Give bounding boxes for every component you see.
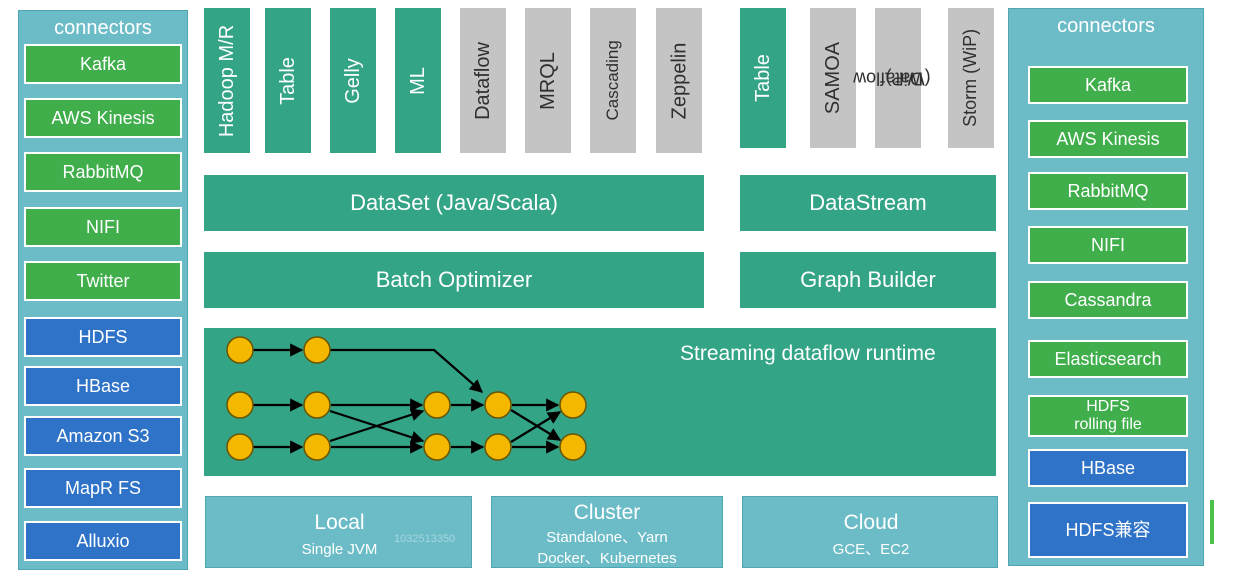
right-connector-hdfs-rolling-file: HDFS rolling file	[1028, 395, 1188, 437]
right-connector-hbase: HBase	[1028, 449, 1188, 487]
deploy-cluster-line2: Docker、Kubernetes	[537, 550, 677, 567]
right-connector-nifi: NIFI	[1028, 226, 1188, 264]
library-ml: ML	[395, 8, 441, 153]
graph-builder-bar: Graph Builder	[740, 252, 996, 308]
library-cascading: Cascading	[590, 8, 636, 153]
runtime-label: Streaming dataflow runtime	[680, 342, 936, 365]
left-connectors-title: connectors	[54, 17, 152, 39]
left-connectors-panel: connectors Kafka AWS Kinesis RabbitMQ NI…	[18, 10, 188, 570]
left-connector-nifi: NIFI	[24, 207, 182, 247]
left-connector-aws-kinesis: AWS Kinesis	[24, 98, 182, 138]
hdfs-rolling-line1: HDFS	[1086, 397, 1130, 415]
right-connector-aws-kinesis: AWS Kinesis	[1028, 120, 1188, 158]
deploy-cluster-line1: Standalone、Yarn	[546, 529, 668, 546]
deploy-local-title: Local	[314, 511, 365, 534]
right-connector-cassandra: Cassandra	[1028, 281, 1188, 319]
deploy-local-desc: Single JVM	[301, 541, 378, 558]
dataflow-node	[484, 433, 512, 461]
library-dataflow-wip: Dataflow(WiP)	[853, 8, 930, 148]
left-connector-hdfs: HDFS	[24, 317, 182, 357]
left-connector-kafka: Kafka	[24, 44, 182, 84]
library-gelly: Gelly	[330, 8, 376, 153]
library-table-stream: Table	[740, 8, 786, 148]
dataflow-node	[226, 391, 254, 419]
left-connector-mapr-fs: MapR FS	[24, 468, 182, 508]
library-hadoop-mr: Hadoop M/R	[204, 8, 250, 153]
left-connector-amazon-s3: Amazon S3	[24, 416, 182, 456]
library-dataflow: Dataflow	[460, 8, 506, 153]
hdfs-rolling-line2: rolling file	[1074, 416, 1142, 433]
dataflow-node	[484, 391, 512, 419]
left-connector-twitter: Twitter	[24, 261, 182, 301]
library-mrql: MRQL	[525, 8, 571, 153]
dataflow-node	[226, 336, 254, 364]
right-connectors-title: connectors	[1057, 15, 1155, 37]
dataflow-node	[559, 391, 587, 419]
runtime-box: Streaming dataflow runtime	[204, 328, 996, 476]
right-connector-elasticsearch: Elasticsearch	[1028, 340, 1188, 378]
library-storm-wip: Storm (WiP)	[948, 8, 994, 148]
deploy-cloud-box: Cloud GCE、EC2	[742, 496, 998, 568]
dataflow-graph	[226, 336, 587, 461]
deploy-cloud-desc: GCE、EC2	[832, 541, 910, 558]
edge	[317, 348, 483, 393]
datastream-api-bar: DataStream	[740, 175, 996, 231]
right-connectors-panel: connectors Kafka AWS Kinesis RabbitMQ NI…	[1008, 8, 1204, 566]
watermark: 1032513350	[394, 533, 456, 545]
right-connector-kafka: Kafka	[1028, 66, 1188, 104]
edge	[329, 408, 425, 443]
left-connector-alluxio: Alluxio	[24, 521, 182, 561]
deploy-cluster-box: Cluster Standalone、Yarn Docker、Kubernete…	[491, 496, 723, 568]
library-zeppelin: Zeppelin	[656, 8, 702, 153]
dataflow-node	[226, 433, 254, 461]
edge	[510, 409, 562, 441]
dataflow-node	[559, 433, 587, 461]
left-connector-rabbitmq: RabbitMQ	[24, 152, 182, 192]
dataflow-node	[303, 391, 331, 419]
library-samoa: SAMOA	[810, 8, 856, 148]
dataflow-node	[303, 433, 331, 461]
right-connector-rabbitmq: RabbitMQ	[1028, 172, 1188, 210]
deploy-local-box: Local Single JVM 1032513350	[205, 496, 472, 568]
dataflow-node	[423, 433, 451, 461]
deploy-cloud-title: Cloud	[843, 511, 899, 534]
dataflow-wip-line2: (WiP)	[885, 68, 931, 89]
dataflow-node	[423, 391, 451, 419]
right-connector-hdfs-compatible: HDFS兼容	[1028, 502, 1188, 558]
library-table-batch: Table	[265, 8, 311, 153]
dataset-api-bar: DataSet (Java/Scala)	[204, 175, 704, 231]
batch-optimizer-bar: Batch Optimizer	[204, 252, 704, 308]
left-connector-hbase: HBase	[24, 366, 182, 406]
deploy-cluster-title: Cluster	[573, 501, 641, 524]
dataflow-node	[303, 336, 331, 364]
edge	[510, 411, 562, 443]
edge-fragment	[1210, 500, 1214, 544]
